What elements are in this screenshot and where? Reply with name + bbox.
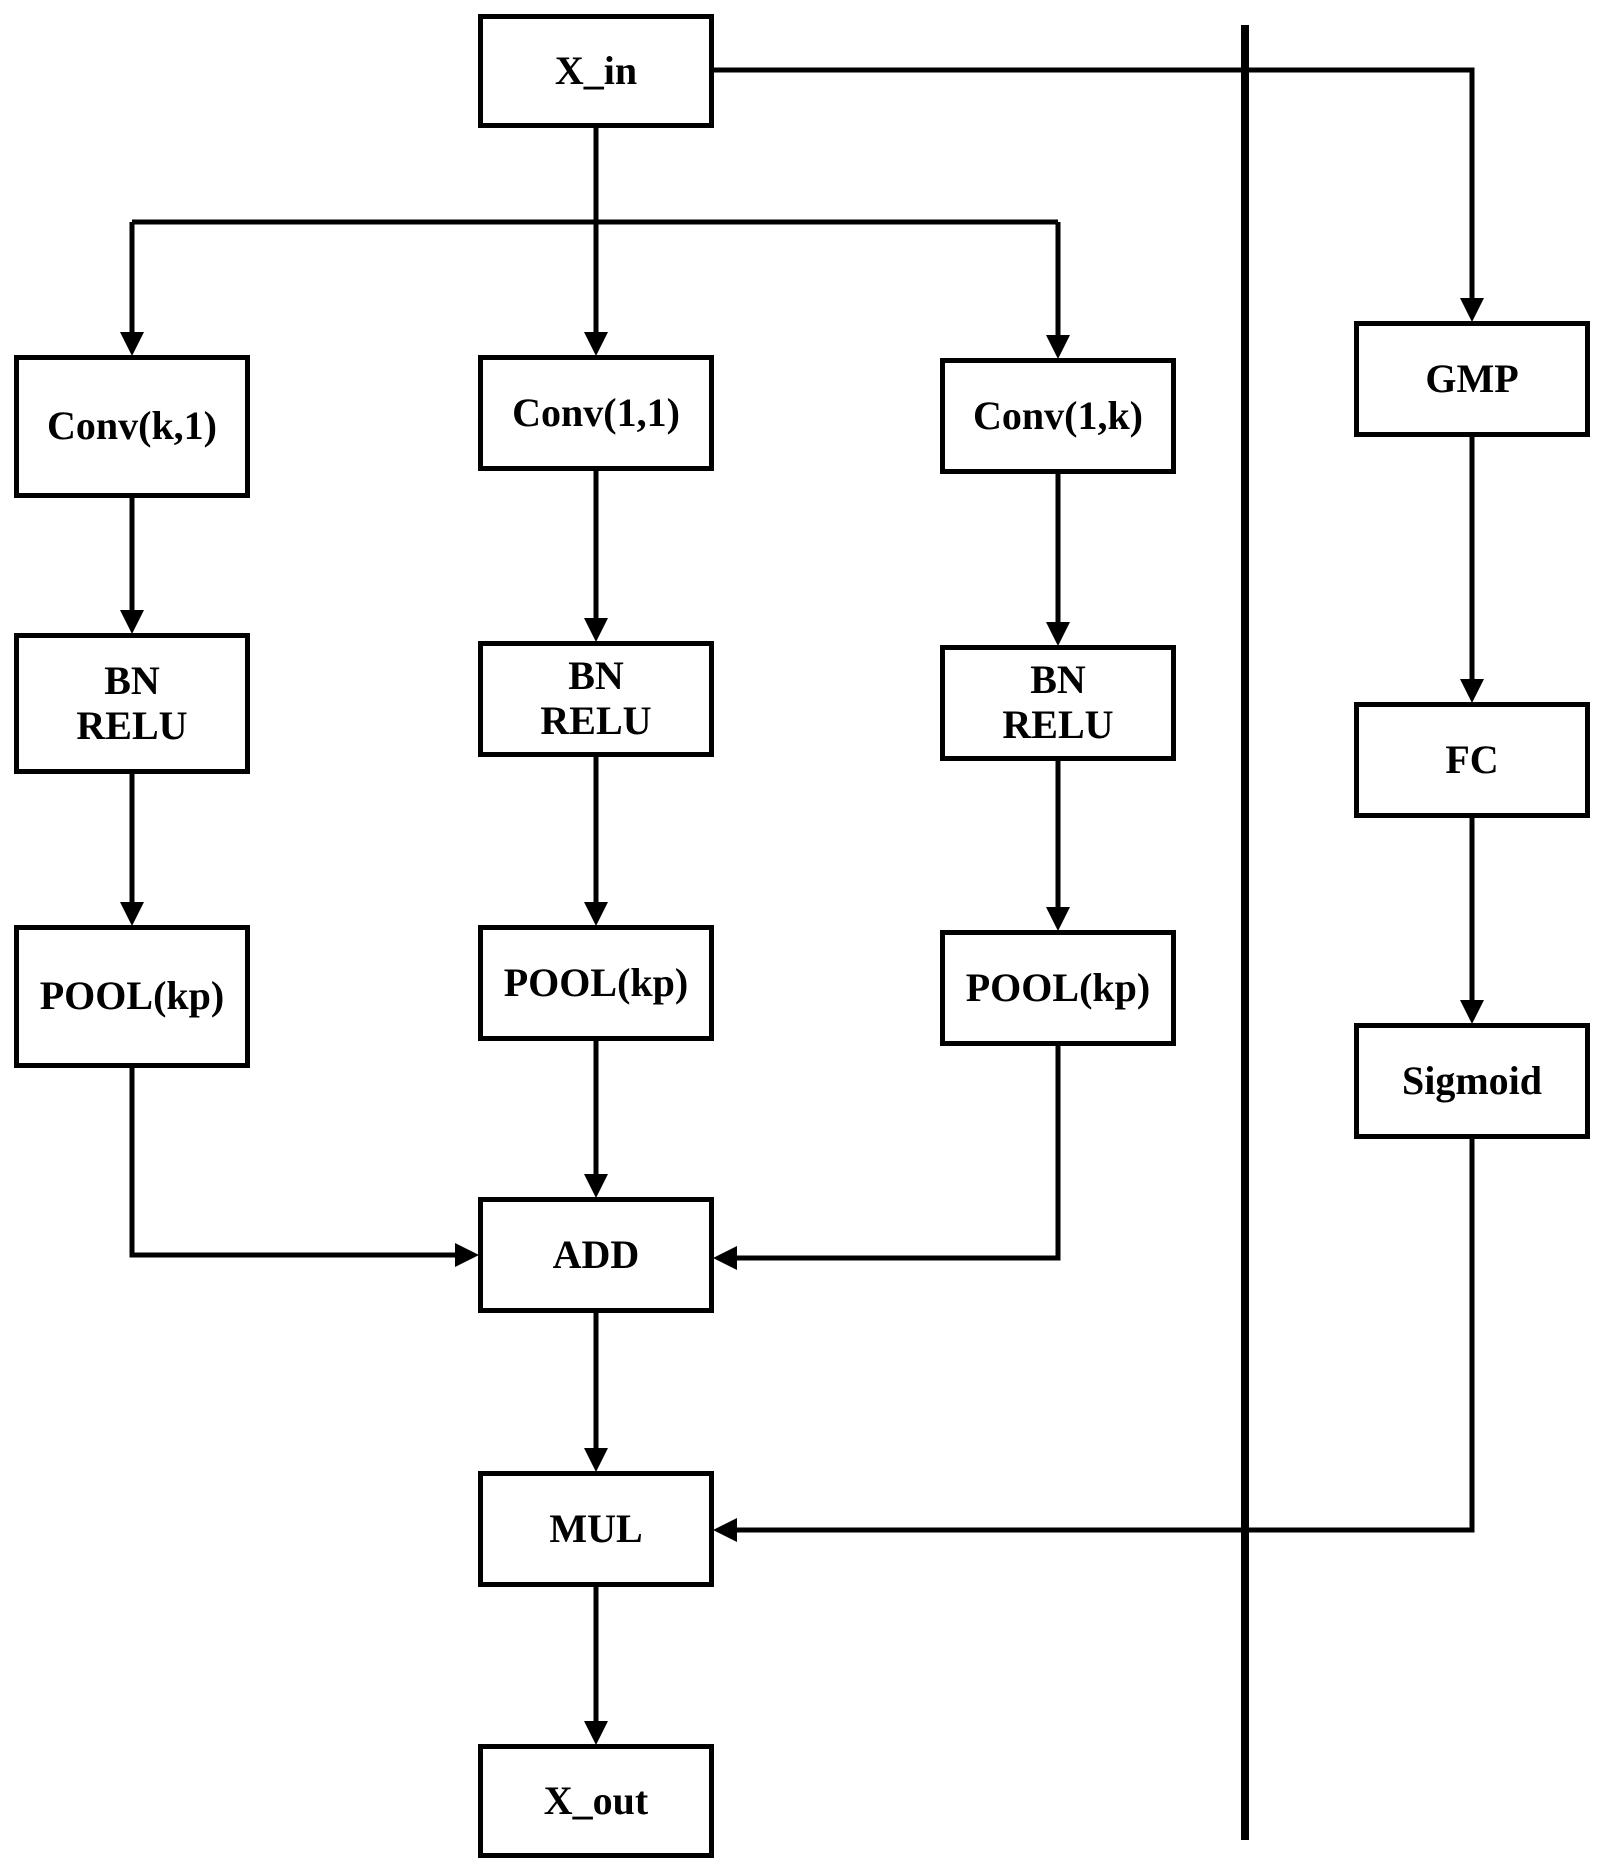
node-conv-1k: Conv(1,k) [940,358,1176,474]
arrowhead-pool2 [584,902,608,926]
node-bn-relu-3: BN RELU [940,645,1176,761]
arrowhead-add-top [584,1174,608,1198]
node-add: ADD [478,1197,714,1313]
arrowhead-conv-11 [584,332,608,356]
node-label: POOL(kp) [503,959,689,1005]
node-x-in: X_in [478,14,714,128]
node-gmp: GMP [1354,321,1590,437]
arrowhead-mul-top [584,1448,608,1472]
node-fc: FC [1354,702,1590,818]
node-pool-2: POOL(kp) [478,925,714,1041]
arrowhead-xout [584,1721,608,1745]
arrowhead-gmp [1460,298,1484,322]
node-conv-k1: Conv(k,1) [14,355,250,498]
node-label-line-2: RELU [76,702,188,748]
arrowhead-pool1 [120,902,144,926]
arrowhead-conv-k1 [120,332,144,356]
node-label: FC [1445,736,1499,782]
node-label: MUL [549,1505,643,1551]
node-label: GMP [1425,355,1519,401]
arrowhead-bn3 [1046,622,1070,646]
arrowhead-mul-right [713,1518,737,1542]
arrowhead-bn2 [584,618,608,642]
node-label: POOL(kp) [39,973,225,1019]
arrowhead-add-left [455,1243,479,1267]
node-label: ADD [552,1231,640,1277]
node-pool-3: POOL(kp) [940,930,1176,1046]
arrowhead-add-right [713,1246,737,1270]
node-label: Conv(k,1) [46,403,218,449]
edge-pool1-to-add [129,1068,457,1258]
node-label: Sigmoid [1401,1057,1543,1103]
edge-pool3-to-add [735,1046,1061,1261]
edge-xin-to-gmp [714,67,1475,300]
node-label: X_in [554,47,638,93]
node-pool-1: POOL(kp) [14,925,250,1068]
node-label: POOL(kp) [965,964,1151,1010]
node-label-line-2: RELU [540,698,652,743]
node-label: Conv(1,k) [972,392,1144,438]
node-sigmoid: Sigmoid [1354,1023,1590,1139]
arrowhead-bn1 [120,610,144,634]
node-x-out: X_out [478,1744,714,1858]
node-mul: MUL [478,1471,714,1587]
arrowhead-sigmoid [1460,1000,1484,1024]
node-label-line-1: BN [568,653,624,699]
node-conv-11: Conv(1,1) [478,355,714,471]
node-label-line-1: BN [104,657,160,703]
arrowhead-conv-1k [1046,335,1070,359]
node-bn-relu-1: BN RELU [14,633,250,774]
arrowhead-fc [1460,679,1484,703]
arrowhead-pool3 [1046,907,1070,931]
node-label: X_out [543,1777,649,1823]
edge-sigmoid-to-mul [735,1139,1475,1533]
node-bn-relu-2: BN RELU [478,641,714,757]
node-label-line-2: RELU [1002,702,1114,747]
node-label: Conv(1,1) [512,389,680,435]
node-label-line-1: BN [1030,657,1086,703]
